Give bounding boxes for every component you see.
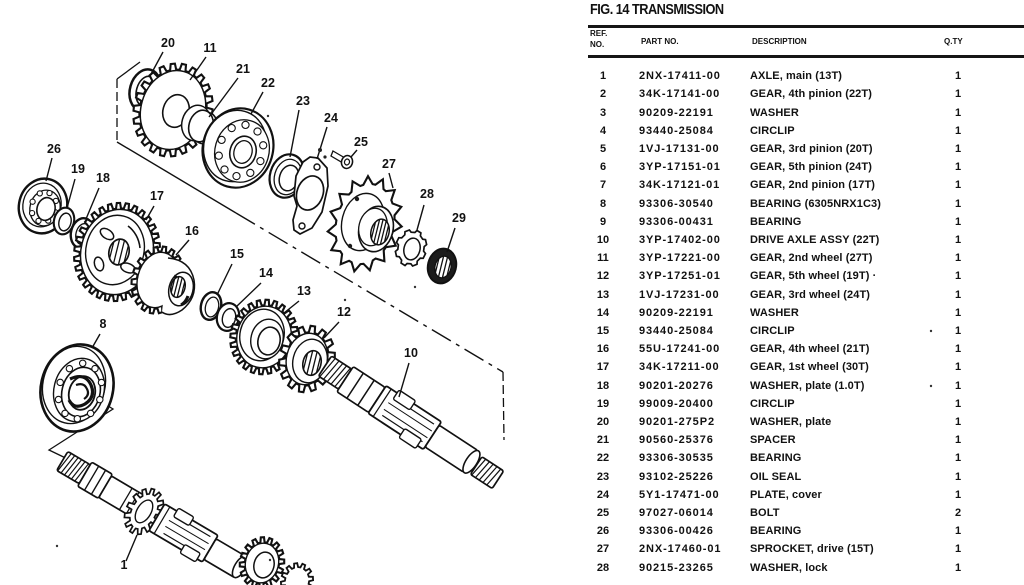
svg-text:22: 22 [261,76,275,90]
svg-text:17: 17 [150,189,164,203]
svg-text:15: 15 [230,247,244,261]
svg-text:11: 11 [203,41,216,55]
svg-text:26: 26 [47,142,61,156]
svg-text:1: 1 [121,558,128,572]
svg-text:16: 16 [185,224,199,238]
svg-text:24: 24 [324,111,338,125]
svg-text:21: 21 [236,62,250,76]
svg-text:28: 28 [420,187,434,201]
svg-text:13: 13 [297,284,311,298]
svg-text:25: 25 [354,135,368,149]
svg-text:23: 23 [296,94,310,108]
svg-text:18: 18 [96,171,110,185]
svg-text:14: 14 [259,266,273,280]
svg-text:19: 19 [71,162,85,176]
svg-text:20: 20 [161,36,175,50]
svg-text:27: 27 [382,157,396,171]
svg-text:29: 29 [452,211,466,225]
svg-text:8: 8 [100,317,107,331]
svg-text:12: 12 [337,305,351,319]
svg-text:10: 10 [404,346,418,360]
